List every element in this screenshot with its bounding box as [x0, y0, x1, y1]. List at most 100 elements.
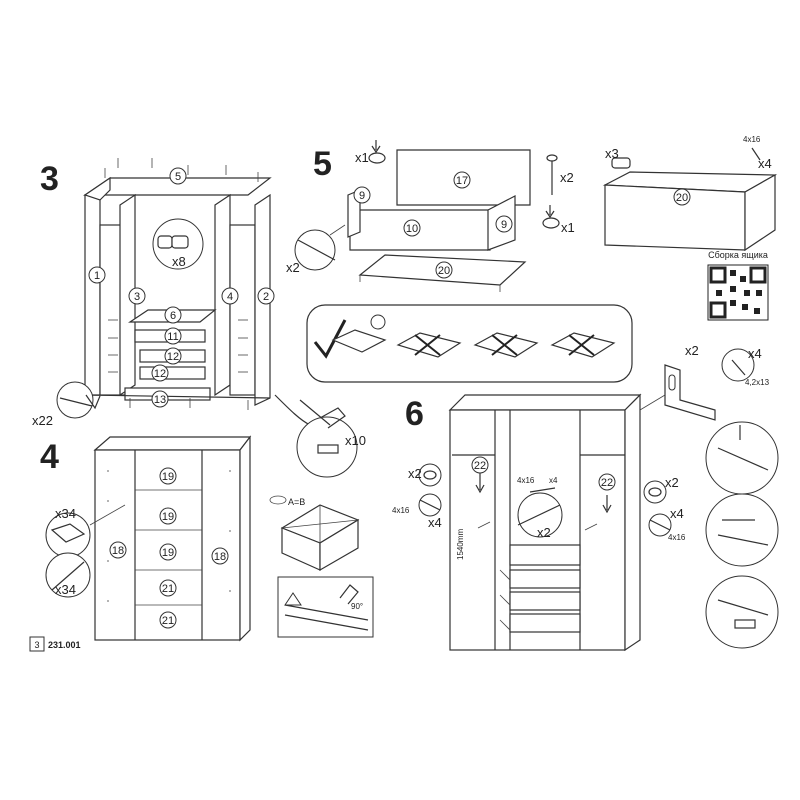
part-label-9: 9	[359, 190, 365, 202]
bracket-quantity: x2	[685, 343, 699, 358]
part-label-18: 18	[112, 545, 124, 557]
hinge-plate-icon	[423, 470, 437, 480]
height-dimension-label: 1540mm	[456, 529, 465, 560]
dowel-icon	[157, 235, 173, 249]
bracket-icon	[50, 523, 86, 543]
part-label-1: 1	[94, 270, 100, 282]
part-label-12: 12	[154, 368, 166, 380]
step3-part-labels: 5 1 3 6 4 2 11 12 12 13	[88, 167, 275, 408]
step3-hammer-callout: x10	[274, 394, 366, 478]
bracket-screw-size: 4,2x13	[745, 378, 770, 387]
angle-label: 90°	[351, 602, 363, 611]
screw-icon	[51, 561, 85, 591]
bracket-quantity: x34	[55, 506, 76, 521]
screw-icon	[297, 239, 336, 261]
cam-lock-quantity: x1	[561, 220, 575, 235]
wrong-example-2	[473, 332, 539, 358]
screw-size: 4x16	[392, 506, 410, 515]
step4-square-check: A=B	[269, 495, 360, 572]
bolt-quantity: x2	[560, 170, 574, 185]
step4-nail-detail: 90°	[277, 576, 374, 638]
part-label-19: 19	[162, 547, 174, 559]
cam-lock-icon	[542, 217, 560, 229]
hinge-plate-icon	[648, 487, 662, 497]
rail-quantity: x2	[537, 525, 551, 540]
part-label-12: 12	[167, 351, 179, 363]
step-number-4: 4	[40, 438, 59, 476]
screw-icon	[419, 499, 441, 511]
step5-correct-wrong-panel	[306, 304, 633, 383]
screw-icon	[649, 519, 671, 531]
warning-icon	[284, 592, 302, 606]
wall-bracket-icon	[664, 364, 716, 421]
product-code: 231.001	[48, 640, 81, 650]
dowel-quantity: x8	[172, 254, 186, 269]
part-label-5: 5	[175, 171, 181, 183]
dowel-quantity: x3	[605, 146, 619, 161]
step-number-3: 3	[40, 160, 59, 198]
part-label-3: 3	[134, 291, 140, 303]
part-label-20: 20	[676, 192, 688, 204]
screw-icon	[751, 147, 761, 161]
check-icon	[313, 319, 347, 359]
page-footer: 3 231.001	[29, 636, 81, 652]
rail-icon	[517, 504, 561, 526]
bracket-screw-quantity: x4	[748, 346, 762, 361]
part-label-2: 2	[263, 291, 269, 303]
part-label-21: 21	[162, 583, 174, 595]
step4-screw-callout: x34	[45, 552, 91, 598]
side-screw-quantity: x4	[758, 156, 772, 171]
step6-left-hinge: x2 4x16 x4	[392, 463, 442, 530]
screw-quantity: x22	[32, 413, 53, 428]
wrong-example-1	[396, 332, 462, 358]
wrong-example-3	[550, 332, 616, 358]
step5-screw-callout: x2	[286, 224, 346, 275]
cross-icon	[491, 334, 518, 356]
part-label-19: 19	[162, 511, 174, 523]
part-label-9: 9	[501, 219, 507, 231]
square-check-label: A=B	[288, 497, 305, 507]
hinge-quantity: x2	[665, 475, 679, 490]
part-label-10: 10	[406, 223, 418, 235]
arrow-down-icon	[371, 140, 381, 154]
step6-rail-labels: 22 22	[471, 456, 616, 491]
step3-dowel-callout: x8	[152, 218, 204, 270]
part-label-18: 18	[214, 551, 226, 563]
part-label-22: 22	[474, 460, 486, 472]
step4-bracket-callout: x34	[45, 504, 126, 558]
step5-drawer-assembled: 20 x3 4x16 x4	[602, 135, 778, 252]
cross-icon	[414, 334, 441, 356]
screw-size: 4x16	[743, 135, 761, 144]
hinge-quantity: x2	[408, 466, 422, 481]
arrow-down-icon	[475, 472, 485, 494]
dowel-icon	[611, 157, 631, 169]
step-number-5: 5	[313, 145, 332, 183]
screw-quantity: x4	[549, 476, 558, 485]
screw-icon	[731, 359, 746, 376]
screw-quantity: x2	[286, 260, 300, 275]
step5-bolt: x2	[546, 154, 574, 195]
step3-cabinet-frame	[83, 158, 272, 410]
step6-detail-circles	[705, 421, 779, 649]
part-label-20: 20	[438, 265, 450, 277]
screw-size: 4x16	[517, 476, 535, 485]
screw-icon	[59, 397, 93, 407]
cam-lock-icon	[368, 152, 386, 164]
part-label-4: 4	[227, 291, 233, 303]
hammer-icon	[339, 584, 359, 605]
step5-part-labels: 17 9 10 9 20	[353, 171, 513, 279]
page-number: 3	[34, 640, 39, 650]
step4-cabinet-back	[93, 435, 252, 642]
part-label-21: 21	[162, 615, 174, 627]
step6-right-hinge: x2 x4 4x16	[643, 475, 686, 542]
arrow-down-icon	[602, 495, 612, 514]
screw-quantity: x4	[428, 515, 442, 530]
tape-measure-icon	[269, 495, 287, 505]
cam-lock-quantity: x1	[355, 150, 369, 165]
nail-quantity: x10	[345, 433, 366, 448]
screw-icon	[529, 487, 556, 493]
step-number-6: 6	[405, 395, 424, 433]
part-label-19: 19	[162, 471, 174, 483]
step6-middle-rail: 4x16 x4 x2	[517, 476, 563, 540]
